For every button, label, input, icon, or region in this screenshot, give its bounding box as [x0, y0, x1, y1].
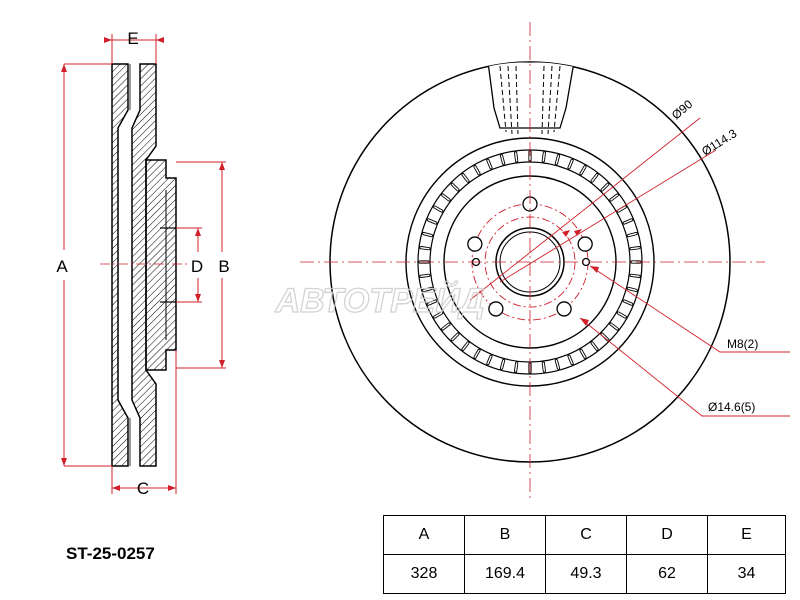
vent-slot-inner — [442, 194, 450, 201]
side-dimensions — [63, 34, 226, 494]
spec-header-row: A B C D E — [383, 515, 786, 555]
spec-header-d: D — [626, 515, 708, 555]
vent-slot-inner — [623, 219, 633, 224]
spec-value-a: 328 — [383, 554, 465, 594]
lug-holes — [467, 196, 593, 317]
dim-label-b: B — [218, 257, 229, 276]
callout-d114: Ø114.3 — [699, 126, 739, 158]
watermark: АВТОТРЕЙД — [275, 281, 485, 320]
spec-value-row: 328 169.4 49.3 62 34 — [383, 554, 786, 594]
vent-slot-inner — [500, 359, 505, 369]
vent-slot-inner — [514, 152, 518, 162]
vent-slot-inner — [627, 232, 637, 237]
vent-slot-inner — [514, 362, 518, 372]
vane-cutaway — [487, 62, 575, 135]
vent-slot-inner — [601, 183, 609, 191]
spec-value-b: 169.4 — [464, 554, 546, 594]
vent-slot-inner — [420, 274, 430, 278]
hub-hat — [145, 159, 177, 371]
vent-slot-inner — [474, 349, 480, 358]
vent-slot-inner — [500, 155, 505, 165]
right-friction-plate — [131, 63, 157, 467]
spec-value-c: 49.3 — [545, 554, 627, 594]
lug-hole — [467, 236, 483, 252]
vent-slot-inner — [474, 166, 480, 175]
spec-table: A B C D E 328 169.4 49.3 62 34 — [383, 515, 786, 594]
vent-slot-inner — [542, 362, 546, 372]
dim-label-c: C — [137, 479, 149, 498]
callout-d146: Ø14.6(5) — [708, 400, 755, 414]
callout-m8: M8(2) — [727, 337, 758, 351]
vent-slot-inner — [423, 287, 433, 292]
vent-slot-inner — [623, 300, 633, 305]
spec-header-b: B — [464, 515, 546, 555]
lug-hole — [556, 301, 572, 317]
vent-slot-inner — [427, 300, 437, 305]
vent-slot-inner — [434, 206, 443, 212]
side-dimension-arrows — [61, 37, 225, 491]
front-view — [300, 22, 765, 502]
callout-d90: Ø90 — [669, 97, 696, 123]
spec-header-a: A — [383, 515, 465, 555]
part-number: ST-25-0257 — [66, 544, 155, 563]
vent-slot-inner — [487, 355, 492, 365]
vent-slot-inner — [434, 312, 443, 318]
vent-slot-inner — [555, 359, 560, 369]
vent-slot-inner — [451, 333, 459, 341]
spec-header-e: E — [707, 515, 786, 555]
vent-slot-inner — [420, 246, 430, 250]
dim-label-e: E — [127, 29, 138, 48]
vent-slot-inner — [610, 323, 618, 330]
left-friction-plate — [111, 63, 129, 467]
side-dimension-labels: A B D E C — [56, 29, 229, 498]
lug-hole — [488, 301, 504, 317]
vent-slot-inner — [591, 174, 598, 182]
spec-header-c: C — [545, 515, 627, 555]
vent-slot-inner — [580, 166, 586, 175]
vent-slot-inner — [630, 246, 640, 250]
dim-label-a: A — [56, 257, 68, 276]
vent-slot-inner — [601, 333, 609, 341]
vent-slot-inner — [555, 155, 560, 165]
vent-slot-inner — [451, 183, 459, 191]
callout-arrows — [562, 229, 599, 326]
vent-slot-inner — [427, 219, 437, 224]
vent-slot-inner — [610, 194, 618, 201]
vent-slot-inner — [542, 152, 546, 162]
lug-hole — [577, 236, 593, 252]
vent-slot-inner — [617, 312, 626, 318]
front-callouts — [469, 117, 790, 417]
vent-slot-inner — [591, 342, 598, 350]
vent-slot-inner — [630, 274, 640, 278]
dim-label-d: D — [191, 257, 203, 276]
spec-value-d: 62 — [626, 554, 708, 594]
vent-slot-inner — [487, 159, 492, 169]
spec-value-e: 34 — [707, 554, 786, 594]
vent-slot-ring — [418, 150, 642, 374]
side-section-view — [100, 63, 190, 467]
vent-slot-inner — [462, 342, 469, 350]
vent-slot-inner — [627, 287, 637, 292]
vent-slot-inner — [580, 349, 586, 358]
vent-slot-inner — [617, 206, 626, 212]
vent-slot-inner — [462, 174, 469, 182]
callout-labels: Ø90 Ø114.3 M8(2) Ø14.6(5) — [669, 97, 758, 414]
vent-slot-inner — [442, 323, 450, 330]
vent-slot-inner — [423, 232, 433, 237]
vent-slot-inner — [568, 159, 573, 169]
vent-slot-inner — [568, 355, 573, 365]
